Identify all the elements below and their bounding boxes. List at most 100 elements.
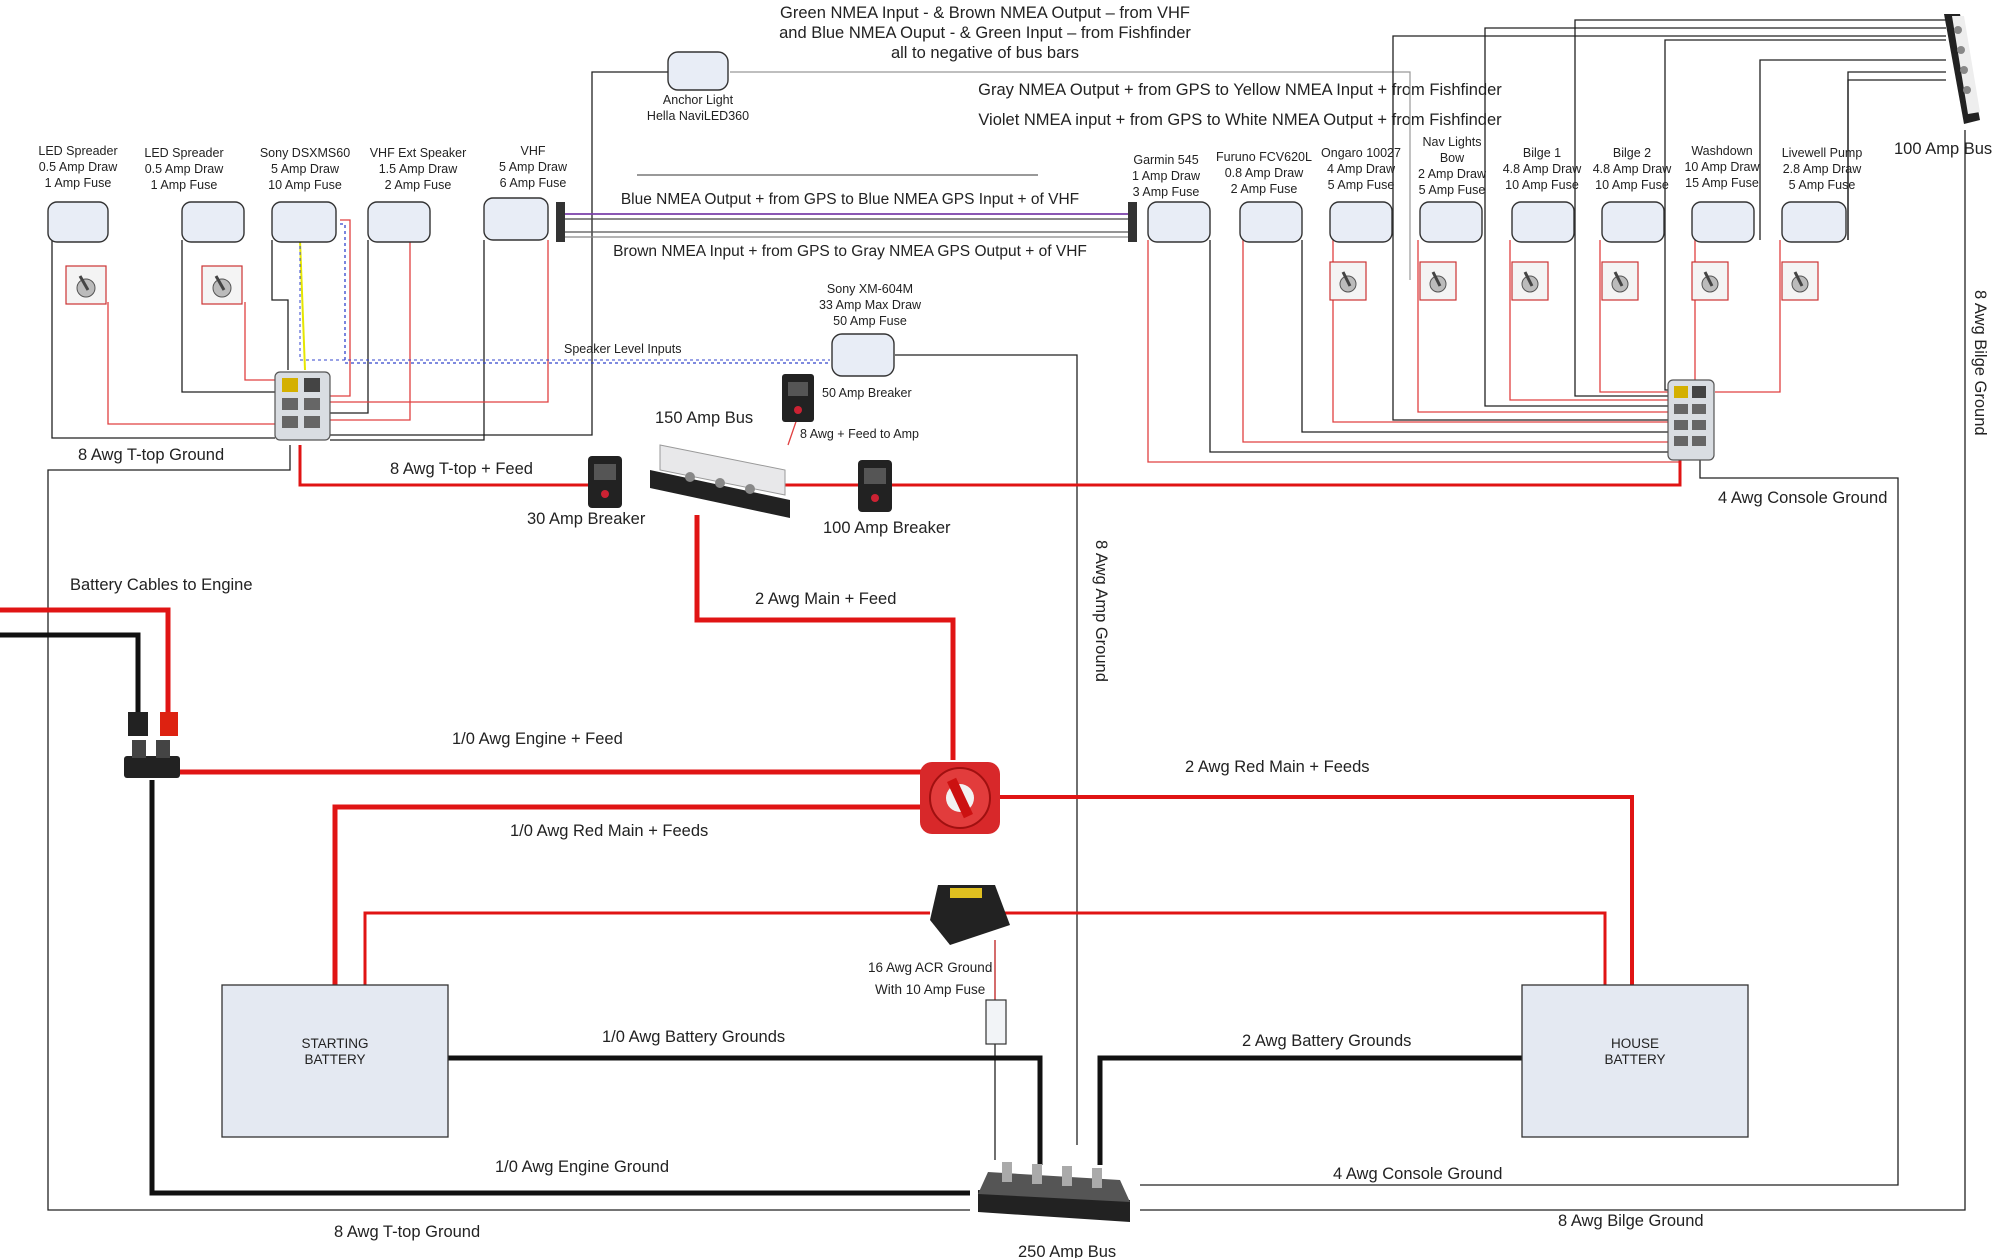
left-device-1-fuse: 1 Amp Fuse — [45, 176, 112, 190]
red-main-2awg-label: 2 Awg Red Main + Feeds — [1185, 758, 1370, 776]
right-device-3-fuse: 5 Amp Fuse — [1328, 178, 1395, 192]
console-ground-bottom-label: 4 Awg Console Ground — [1333, 1165, 1502, 1183]
house-ground-wire — [1097, 1055, 1522, 1165]
right-device-8-fuse: 5 Amp Fuse — [1789, 178, 1856, 192]
feed-to-amp-label: 8 Awg + Feed to Amp — [800, 427, 919, 441]
nmea-notes: Green NMEA Input - & Brown NMEA Output –… — [613, 4, 1502, 260]
right-device-1-fuse: 3 Amp Fuse — [1133, 185, 1200, 199]
bus-150-label: 150 Amp Bus — [655, 409, 753, 427]
amp-line3: 50 Amp Fuse — [833, 314, 907, 328]
anchor-light-line1: Anchor Light — [663, 93, 734, 107]
right-device-4-name2: Bow — [1440, 151, 1465, 165]
console-feed-wire — [785, 460, 1682, 487]
note-vhf-line1: Green NMEA Input - & Brown NMEA Output –… — [780, 4, 1190, 22]
left-fuse-block — [274, 371, 331, 441]
yellow-feed-wire — [299, 239, 306, 371]
left-device-5-name: VHF — [521, 144, 546, 158]
toggle-switch-icon — [65, 265, 107, 305]
ttop-ground-wire — [47, 445, 970, 1211]
right-device-7-fuse: 15 Amp Fuse — [1685, 176, 1759, 190]
main-feed-2awg-label: 2 Awg Main + Feed — [755, 590, 896, 608]
bus-100 — [1944, 14, 1980, 124]
battery-grounds-10-label: 1/0 Awg Battery Grounds — [602, 1028, 785, 1046]
right-device-2-fuse: 2 Amp Fuse — [1231, 182, 1298, 196]
right-device-3-draw: 4 Amp Draw — [1327, 162, 1396, 176]
right-device-4-name: Nav Lights — [1422, 135, 1481, 149]
battery-switch-icon — [920, 762, 1000, 834]
left-device-4-name: VHF Ext Speaker — [370, 146, 467, 160]
note-blue-nmea: Blue NMEA Output + from GPS to Blue NMEA… — [621, 191, 1079, 208]
left-device-3-name: Sony DSXMS60 — [260, 146, 350, 160]
engine-red-cable — [0, 607, 171, 720]
left-device-box-4 — [367, 201, 431, 243]
ttop-ground-top-label: 8 Awg T-top Ground — [78, 446, 224, 464]
left-device-2-draw: 0.5 Amp Draw — [145, 162, 224, 176]
left-device-box-2 — [181, 201, 245, 243]
right-fuse-block — [1667, 379, 1715, 461]
amp-line1: Sony XM-604M — [827, 282, 913, 296]
right-device-6-draw: 4.8 Amp Draw — [1593, 162, 1672, 176]
console-ground-wire — [1140, 455, 1899, 1186]
amp-ground-wire — [895, 354, 1078, 1145]
battery-terminal-icon — [124, 712, 180, 778]
acr-inline-fuse — [985, 999, 1007, 1045]
amp-ground-vertical-label: 8 Awg Amp Ground — [1092, 540, 1110, 682]
red-main-starting-wire — [332, 804, 922, 985]
toggle-switch-icon — [1511, 261, 1549, 301]
toggle-switch-icon — [1691, 261, 1729, 301]
nmea-connector-icon — [556, 202, 1137, 242]
anchor-light-wire — [310, 71, 670, 436]
left-device-box-1 — [47, 201, 109, 243]
right-device-box-1 — [1147, 201, 1211, 243]
right-device-1-name: Garmin 545 — [1133, 153, 1198, 167]
right-device-box-2 — [1239, 201, 1303, 243]
right-device-4-fuse: 5 Amp Fuse — [1419, 183, 1486, 197]
starting-battery-box — [221, 984, 449, 1138]
left-device-3-fuse: 10 Amp Fuse — [268, 178, 342, 192]
note-gray-nmea: Gray NMEA Output + from GPS to Yellow NM… — [978, 81, 1502, 99]
left-device-4-draw: 1.5 Amp Draw — [379, 162, 458, 176]
starting-battery-line1: STARTING — [301, 1036, 368, 1051]
right-device-5-name: Bilge 1 — [1523, 146, 1561, 160]
left-device-1-draw: 0.5 Amp Draw — [39, 160, 118, 174]
bus-250-label: 250 Amp Bus — [1018, 1243, 1116, 1258]
main-feed-wire — [694, 515, 956, 760]
breaker-50-label: 50 Amp Breaker — [822, 386, 912, 400]
red-main-10awg-label: 1/0 Awg Red Main + Feeds — [510, 822, 708, 840]
right-device-8-name: Livewell Pump — [1782, 146, 1863, 160]
amp-box — [831, 333, 895, 377]
anchor-light-line2: Hella NaviLED360 — [647, 109, 749, 123]
bilge-ground-vertical-label: 8 Awg Bilge Ground — [1971, 290, 1989, 436]
ttop-feed-wire — [298, 445, 608, 487]
right-device-4-draw: 2 Amp Draw — [1418, 167, 1487, 181]
right-device-7-draw: 10 Amp Draw — [1684, 160, 1760, 174]
bus-100-label: 100 Amp Bus — [1894, 140, 1992, 158]
bilge-ground-bottom-label: 8 Awg Bilge Ground — [1558, 1212, 1704, 1230]
left-device-5-fuse: 6 Amp Fuse — [500, 176, 567, 190]
speaker-level-label: Speaker Level Inputs — [564, 342, 681, 356]
acr-house-wire — [1005, 911, 1607, 985]
starting-battery-line2: BATTERY — [304, 1052, 365, 1067]
right-device-7-name: Washdown — [1691, 144, 1752, 158]
right-device-box-8 — [1781, 201, 1847, 243]
bus-150 — [650, 444, 790, 518]
anchor-light-box — [667, 51, 729, 91]
breaker-icon — [782, 374, 814, 422]
left-device-4-fuse: 2 Amp Fuse — [385, 178, 452, 192]
left-device-3-draw: 5 Amp Draw — [271, 162, 340, 176]
right-device-3-name: Ongaro 10027 — [1321, 146, 1401, 160]
right-device-8-draw: 2.8 Amp Draw — [1783, 162, 1862, 176]
right-device-box-5 — [1511, 201, 1575, 243]
toggle-switch-icon — [1781, 261, 1819, 301]
engine-ground-label: 1/0 Awg Engine Ground — [495, 1158, 669, 1176]
thin-wiring — [47, 19, 1966, 1211]
note-brown-nmea: Brown NMEA Input + from GPS to Gray NMEA… — [613, 243, 1087, 260]
right-device-box-3 — [1329, 201, 1393, 243]
left-device-2-fuse: 1 Amp Fuse — [151, 178, 218, 192]
bilge-ground-wire — [1140, 130, 1966, 1211]
engine-feed-label: 1/0 Awg Engine + Feed — [452, 730, 623, 748]
house-battery-line2: BATTERY — [1604, 1052, 1665, 1067]
ttop-ground-bottom-label: 8 Awg T-top Ground — [334, 1223, 480, 1241]
engine-black-cable — [0, 632, 141, 720]
engine-ground-wire — [149, 780, 970, 1196]
